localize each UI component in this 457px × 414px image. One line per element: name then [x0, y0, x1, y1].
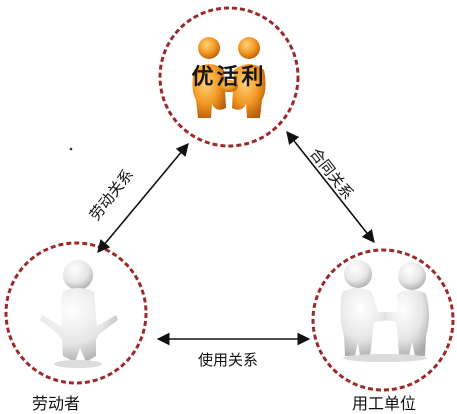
top-node-circle [158, 6, 300, 148]
left-node-circle [4, 241, 148, 385]
orange-handshake-figures [192, 37, 266, 118]
node-label-worker: 劳动者 [32, 394, 81, 413]
right-node-circle [311, 248, 455, 392]
employer-handshake-figures [340, 260, 429, 362]
arrow-left-top [97, 143, 189, 253]
dot [69, 147, 73, 151]
edge-label-usage-relation: 使用关系 [198, 351, 259, 369]
worker-figure [40, 260, 118, 368]
node-label-employer: 用工单位 [352, 394, 417, 413]
arrow-top-right [286, 130, 375, 244]
brand-logo-text: 优活利 [191, 64, 266, 90]
